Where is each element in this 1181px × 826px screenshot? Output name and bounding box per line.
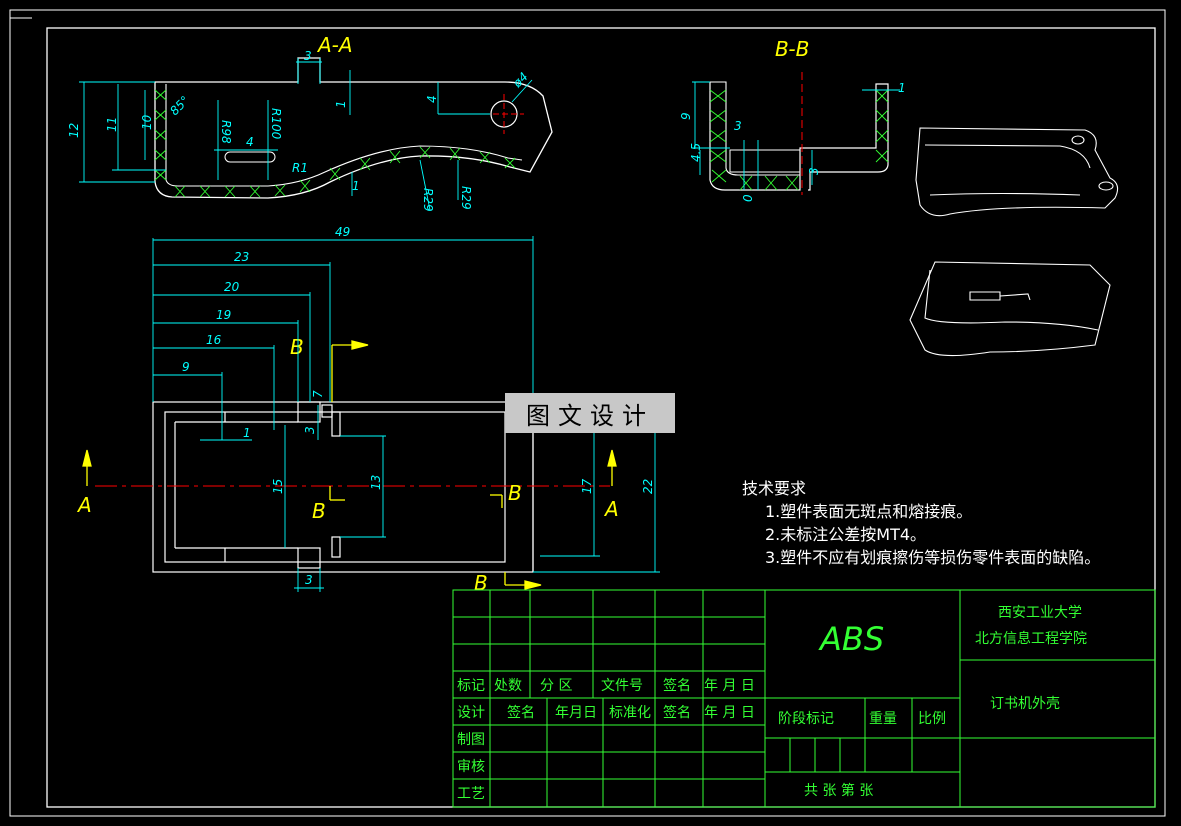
aa-dim-1: 1 <box>334 100 348 108</box>
plan-dim-17: 17 <box>580 478 594 494</box>
section-aa-view: A-A 3 <box>67 33 553 212</box>
tb-mark: 标记 <box>457 678 485 694</box>
part-name: 订书机外壳 <box>990 695 1060 712</box>
aa-dim-r1: R1 <box>292 161 308 175</box>
aa-dim-dia: ø4 <box>510 70 531 91</box>
tech-notes-heading: 技术要求 <box>742 479 806 498</box>
tb-doc-no: 文件号 <box>601 678 643 694</box>
aa-hatching <box>154 89 516 198</box>
section-aa-title: A-A <box>316 33 353 57</box>
plan-label-b-bottom: B <box>474 571 488 595</box>
tb-date: 年 月 日 <box>704 678 755 694</box>
tb-design-sign: 签名 <box>507 704 535 721</box>
bb-dim-0: 0 <box>741 194 755 202</box>
tb-craft: 工艺 <box>457 786 485 802</box>
aa-outer-outline <box>154 57 553 199</box>
plan-dim-19: 19 <box>216 308 231 322</box>
plan-dim-13: 13 <box>369 475 383 490</box>
bb-dim-9: 9 <box>679 112 693 120</box>
bb-hatching <box>709 89 889 191</box>
tb-sheets: 共 张 第 张 <box>804 782 873 799</box>
section-bb-title: B-B <box>775 37 809 61</box>
tb-review: 审核 <box>457 759 485 775</box>
aa-slot <box>224 151 276 163</box>
isometric-view-bottom <box>909 261 1111 357</box>
isometric-view-top <box>915 127 1119 217</box>
tb-zone: 分 区 <box>540 678 572 694</box>
tb-scale: 比例 <box>918 711 946 727</box>
plan-label-b-top: B <box>290 335 304 359</box>
technical-requirements: 技术要求 1.塑件表面无斑点和熔接痕。 2.未标注公差按MT4。 3.塑件不应有… <box>742 479 1100 567</box>
plan-dim-15: 15 <box>271 479 285 494</box>
aa-dim-10: 10 <box>140 114 154 130</box>
tb-std-sign: 签名 <box>663 704 691 721</box>
aa-dim-r29a: R29 <box>421 188 435 212</box>
aa-dimension-lines <box>79 58 533 211</box>
plan-dim-20: 20 <box>224 280 240 294</box>
plan-dim-22: 22 <box>641 479 655 494</box>
plan-label-b-right: B <box>508 481 522 505</box>
plan-view: A A B B B B 49 <box>76 225 660 595</box>
plan-dim-3: 3 <box>303 426 317 434</box>
aa-dim-4: 4 <box>425 95 439 103</box>
tb-drawing: 制图 <box>457 732 485 748</box>
plan-label-b-mid: B <box>312 499 326 523</box>
tb-design-date: 年月日 <box>555 705 597 721</box>
aa-dim-r98: R98 <box>219 120 233 144</box>
plan-outline <box>152 401 534 573</box>
plan-dim-23: 23 <box>234 250 249 264</box>
aa-dim-11: 11 <box>105 117 119 132</box>
plan-dim-9: 9 <box>182 360 190 374</box>
tb-count: 处数 <box>494 678 522 694</box>
plan-dim-3b: 3 <box>305 573 313 587</box>
aa-dim-r100: R100 <box>269 108 283 140</box>
section-bb-view: B-B 9 3 4.5 0 1 3 <box>679 37 906 202</box>
tb-std-date: 年 月 日 <box>704 705 755 721</box>
bb-dim-3: 3 <box>734 119 742 133</box>
tb-stage-mark: 阶段标记 <box>778 711 834 727</box>
material-label: ABS <box>818 620 884 658</box>
aa-dim-r29b: R29 <box>459 186 473 210</box>
plan-dimension-lines <box>152 236 660 592</box>
bb-dim-45: 4.5 <box>689 143 703 162</box>
aa-dim-85deg: 85° <box>167 93 192 118</box>
plan-dim-16: 16 <box>206 333 222 347</box>
aa-dim-1b: 1 <box>352 179 360 193</box>
school-name-line2: 北方信息工程学院 <box>975 630 1087 647</box>
bb-dim-3b: 3 <box>807 167 821 175</box>
plan-label-a-left: A <box>76 493 92 517</box>
bb-dimension-lines <box>692 81 900 190</box>
section-markers <box>82 340 617 590</box>
bb-slot-section <box>729 149 801 173</box>
plan-dim-7: 7 <box>311 390 325 398</box>
plan-dim-1: 1 <box>243 426 251 440</box>
tb-standard: 标准化 <box>609 705 651 721</box>
aa-dim-3: 3 <box>304 49 312 63</box>
bb-dim-1: 1 <box>898 81 906 95</box>
tech-note-3: 3.塑件不应有划痕擦伤等损伤零件表面的缺陷。 <box>765 548 1100 567</box>
aa-dim-slot-4: 4 <box>246 135 254 149</box>
school-name-line1: 西安工业大学 <box>998 605 1082 621</box>
plan-dim-49: 49 <box>335 225 350 239</box>
watermark: 图文设计 <box>505 393 675 433</box>
tech-note-1: 1.塑件表面无斑点和熔接痕。 <box>765 502 972 521</box>
bb-inner-outline <box>710 81 800 176</box>
title-block <box>452 589 1156 808</box>
tech-note-2: 2.未标注公差按MT4。 <box>765 525 926 544</box>
bb-outline <box>709 82 889 191</box>
plan-label-a-right: A <box>603 497 619 521</box>
tb-weight: 重量 <box>869 711 897 727</box>
aa-dim-12: 12 <box>67 123 81 138</box>
tb-design: 设计 <box>457 705 485 721</box>
tb-sign: 签名 <box>663 677 691 694</box>
